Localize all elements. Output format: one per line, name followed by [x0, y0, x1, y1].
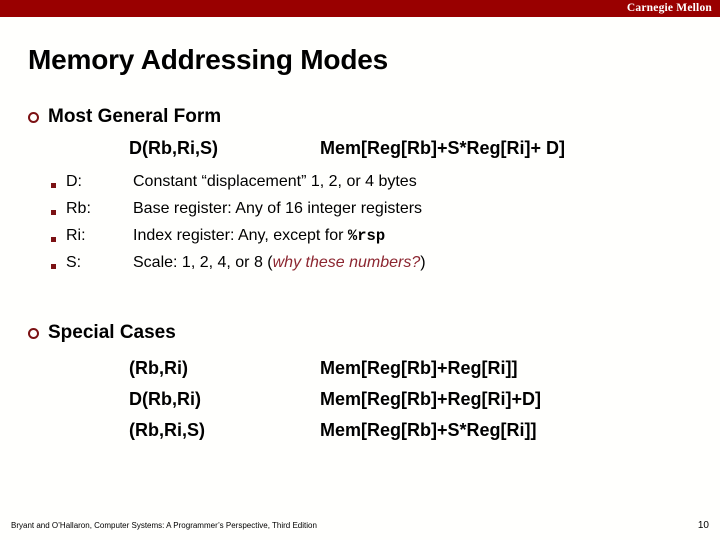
- component-label: D:: [66, 173, 82, 190]
- case-meaning: Mem[Reg[Rb]+Reg[Ri]+D]: [320, 389, 542, 409]
- carnegie-mellon-brand: Carnegie Mellon: [626, 2, 712, 14]
- component-description-text: Index register: Any, except for: [133, 227, 348, 244]
- list-item: D: Constant “displacement” 1, 2, or 4 by…: [0, 173, 720, 200]
- case-syntax: (Rb,Ri,S): [129, 420, 205, 440]
- component-annotation-note: why these numbers?: [272, 254, 421, 271]
- general-form-component-list: D: Constant “displacement” 1, 2, or 4 by…: [0, 173, 720, 281]
- case-meaning: Mem[Reg[Rb]+S*Reg[Ri]]: [320, 420, 537, 440]
- special-cases-table: (Rb,Ri) Mem[Reg[Rb]+Reg[Ri]] D(Rb,Ri) Me…: [0, 358, 720, 451]
- page-title: Memory Addressing Modes: [28, 44, 388, 75]
- general-form-meaning: Mem[Reg[Rb]+S*Reg[Ri]+ D]: [320, 138, 566, 158]
- table-row: (Rb,Ri) Mem[Reg[Rb]+Reg[Ri]]: [0, 358, 720, 389]
- table-row: (Rb,Ri,S) Mem[Reg[Rb]+S*Reg[Ri]]: [0, 420, 720, 451]
- table-row: D(Rb,Ri) Mem[Reg[Rb]+Reg[Ri]+D]: [0, 389, 720, 420]
- component-description-text: Scale: 1, 2, 4, or 8 (: [133, 254, 273, 271]
- component-description-text: Base register: Any of 16 integer registe…: [133, 200, 423, 217]
- list-item: Ri: Index register: Any, except for %rsp: [0, 227, 720, 254]
- section-heading-label: Special Cases: [48, 322, 176, 343]
- component-description: Index register: Any, except for %rsp: [133, 227, 385, 245]
- square-bullet-icon: [51, 210, 56, 215]
- component-description: Base register: Any of 16 integer registe…: [133, 200, 422, 218]
- component-description-tail: ): [420, 254, 426, 271]
- register-code-rsp: %rsp: [347, 227, 386, 245]
- page-number: 10: [697, 520, 709, 531]
- ring-bullet-icon: [28, 327, 39, 339]
- square-bullet-icon: [51, 183, 56, 188]
- general-form-syntax: D(Rb,Ri,S): [129, 138, 218, 158]
- case-meaning: Mem[Reg[Rb]+Reg[Ri]]: [320, 358, 518, 378]
- footer-citation: Bryant and O’Hallaron, Computer Systems:…: [11, 521, 317, 530]
- section-heading-label: Most General Form: [48, 106, 222, 127]
- square-bullet-icon: [51, 264, 56, 269]
- section-heading-most-general-form: Most General Form: [28, 106, 221, 128]
- case-syntax: D(Rb,Ri): [129, 389, 201, 409]
- list-item: S: Scale: 1, 2, 4, or 8 (why these numbe…: [0, 254, 720, 281]
- header-bar: Carnegie Mellon: [0, 0, 720, 17]
- ring-bullet-icon: [28, 111, 39, 123]
- component-label: Ri:: [66, 227, 86, 244]
- component-description-text: Constant “displacement” 1, 2, or 4 bytes: [133, 173, 417, 190]
- square-bullet-icon: [51, 237, 56, 242]
- component-label: S:: [66, 254, 82, 271]
- case-syntax: (Rb,Ri): [129, 358, 188, 378]
- component-description: Constant “displacement” 1, 2, or 4 bytes: [133, 173, 417, 191]
- list-item: Rb: Base register: Any of 16 integer reg…: [0, 200, 720, 227]
- section-heading-special-cases: Special Cases: [28, 322, 176, 344]
- component-description: Scale: 1, 2, 4, or 8 (why these numbers?…: [133, 254, 426, 272]
- component-label: Rb:: [66, 200, 91, 217]
